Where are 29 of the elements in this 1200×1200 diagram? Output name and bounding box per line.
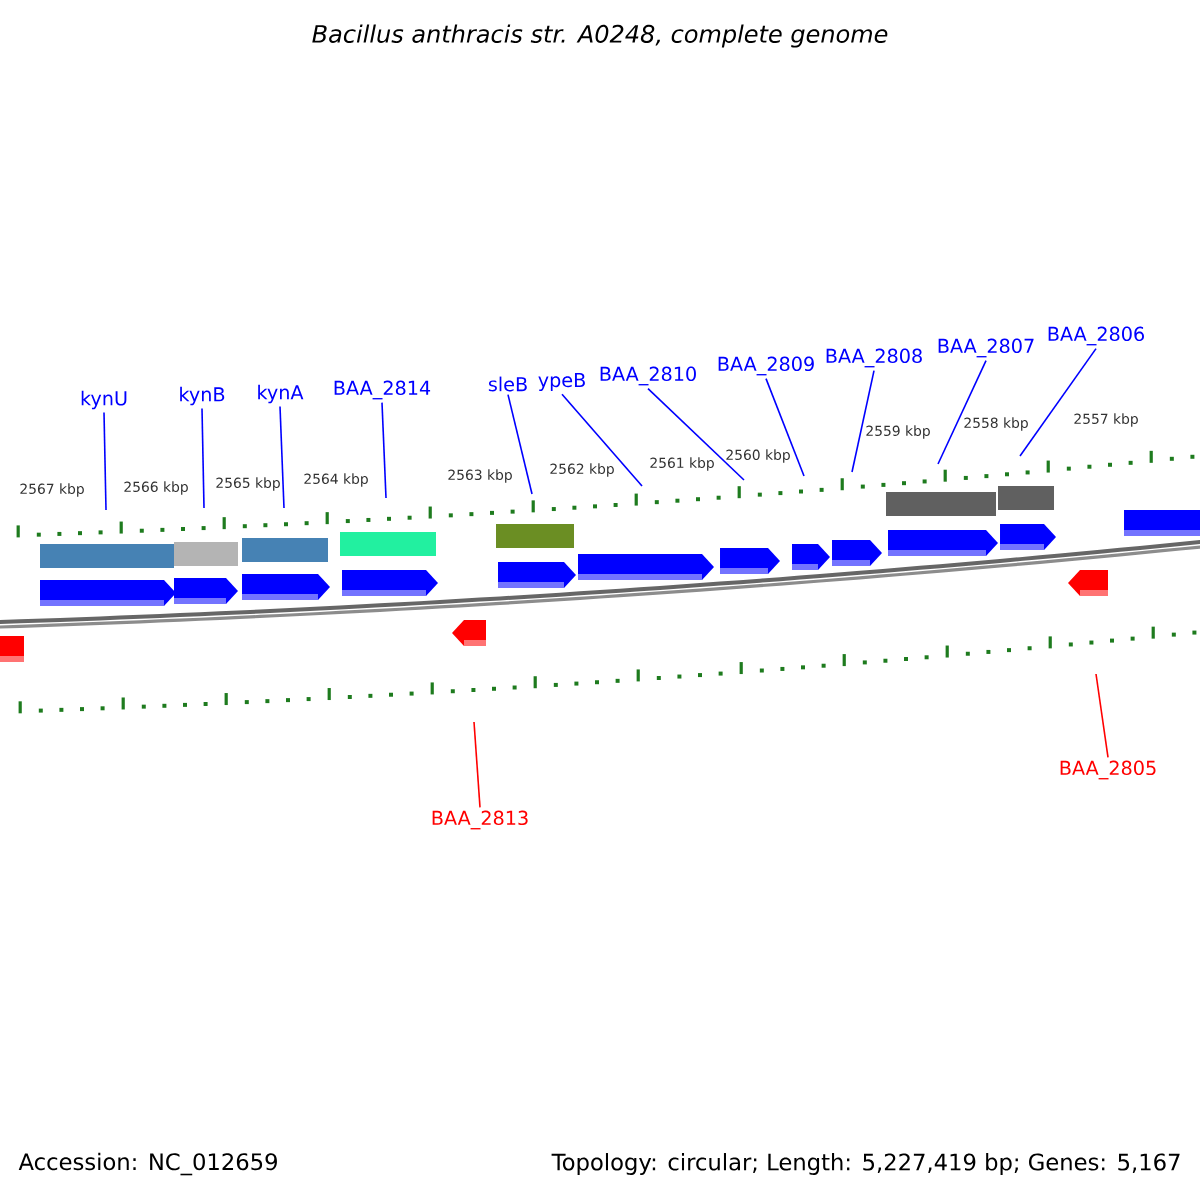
gene-label: sleB: [488, 376, 527, 392]
gene-label: BAA_2807: [938, 338, 1034, 358]
gene-label: kynA: [258, 384, 304, 404]
leader-line: [201, 407, 205, 509]
gene-label: kynB: [180, 386, 225, 406]
leader-line: [851, 369, 875, 473]
leader-line: [381, 401, 387, 499]
gene-label: ypeB: [538, 373, 585, 391]
leader-line: [765, 377, 805, 477]
gene-label: kynU: [81, 390, 127, 410]
gene-label: BAA_2809: [718, 356, 814, 376]
gene-label: BAA_2813: [432, 810, 528, 830]
leader-line: [1095, 673, 1109, 759]
leader-line: [473, 721, 481, 809]
accession-text: Accession: NC_012659: [18, 1152, 277, 1176]
gene-label: BAA_2805: [1060, 760, 1156, 780]
gene-label: BAA_2808: [826, 348, 922, 368]
leader-line: [507, 393, 533, 495]
leader-line: [647, 387, 745, 481]
gene-label: BAA_2810: [600, 366, 696, 386]
leader-line: [561, 393, 643, 487]
gene-label: BAA_2814: [334, 380, 431, 400]
leader-line: [1019, 347, 1097, 457]
leader-line: [279, 405, 285, 509]
genome-summary-text: Topology: circular; Length: 5,227,419 bp; Genes: 5,167: [551, 1153, 1180, 1175]
gene-label: BAA_2806: [1048, 326, 1144, 346]
title: Bacillus anthracis str. A0248, complete genome: [312, 24, 888, 48]
leader-line: [103, 411, 107, 511]
leader-line: [937, 359, 987, 465]
